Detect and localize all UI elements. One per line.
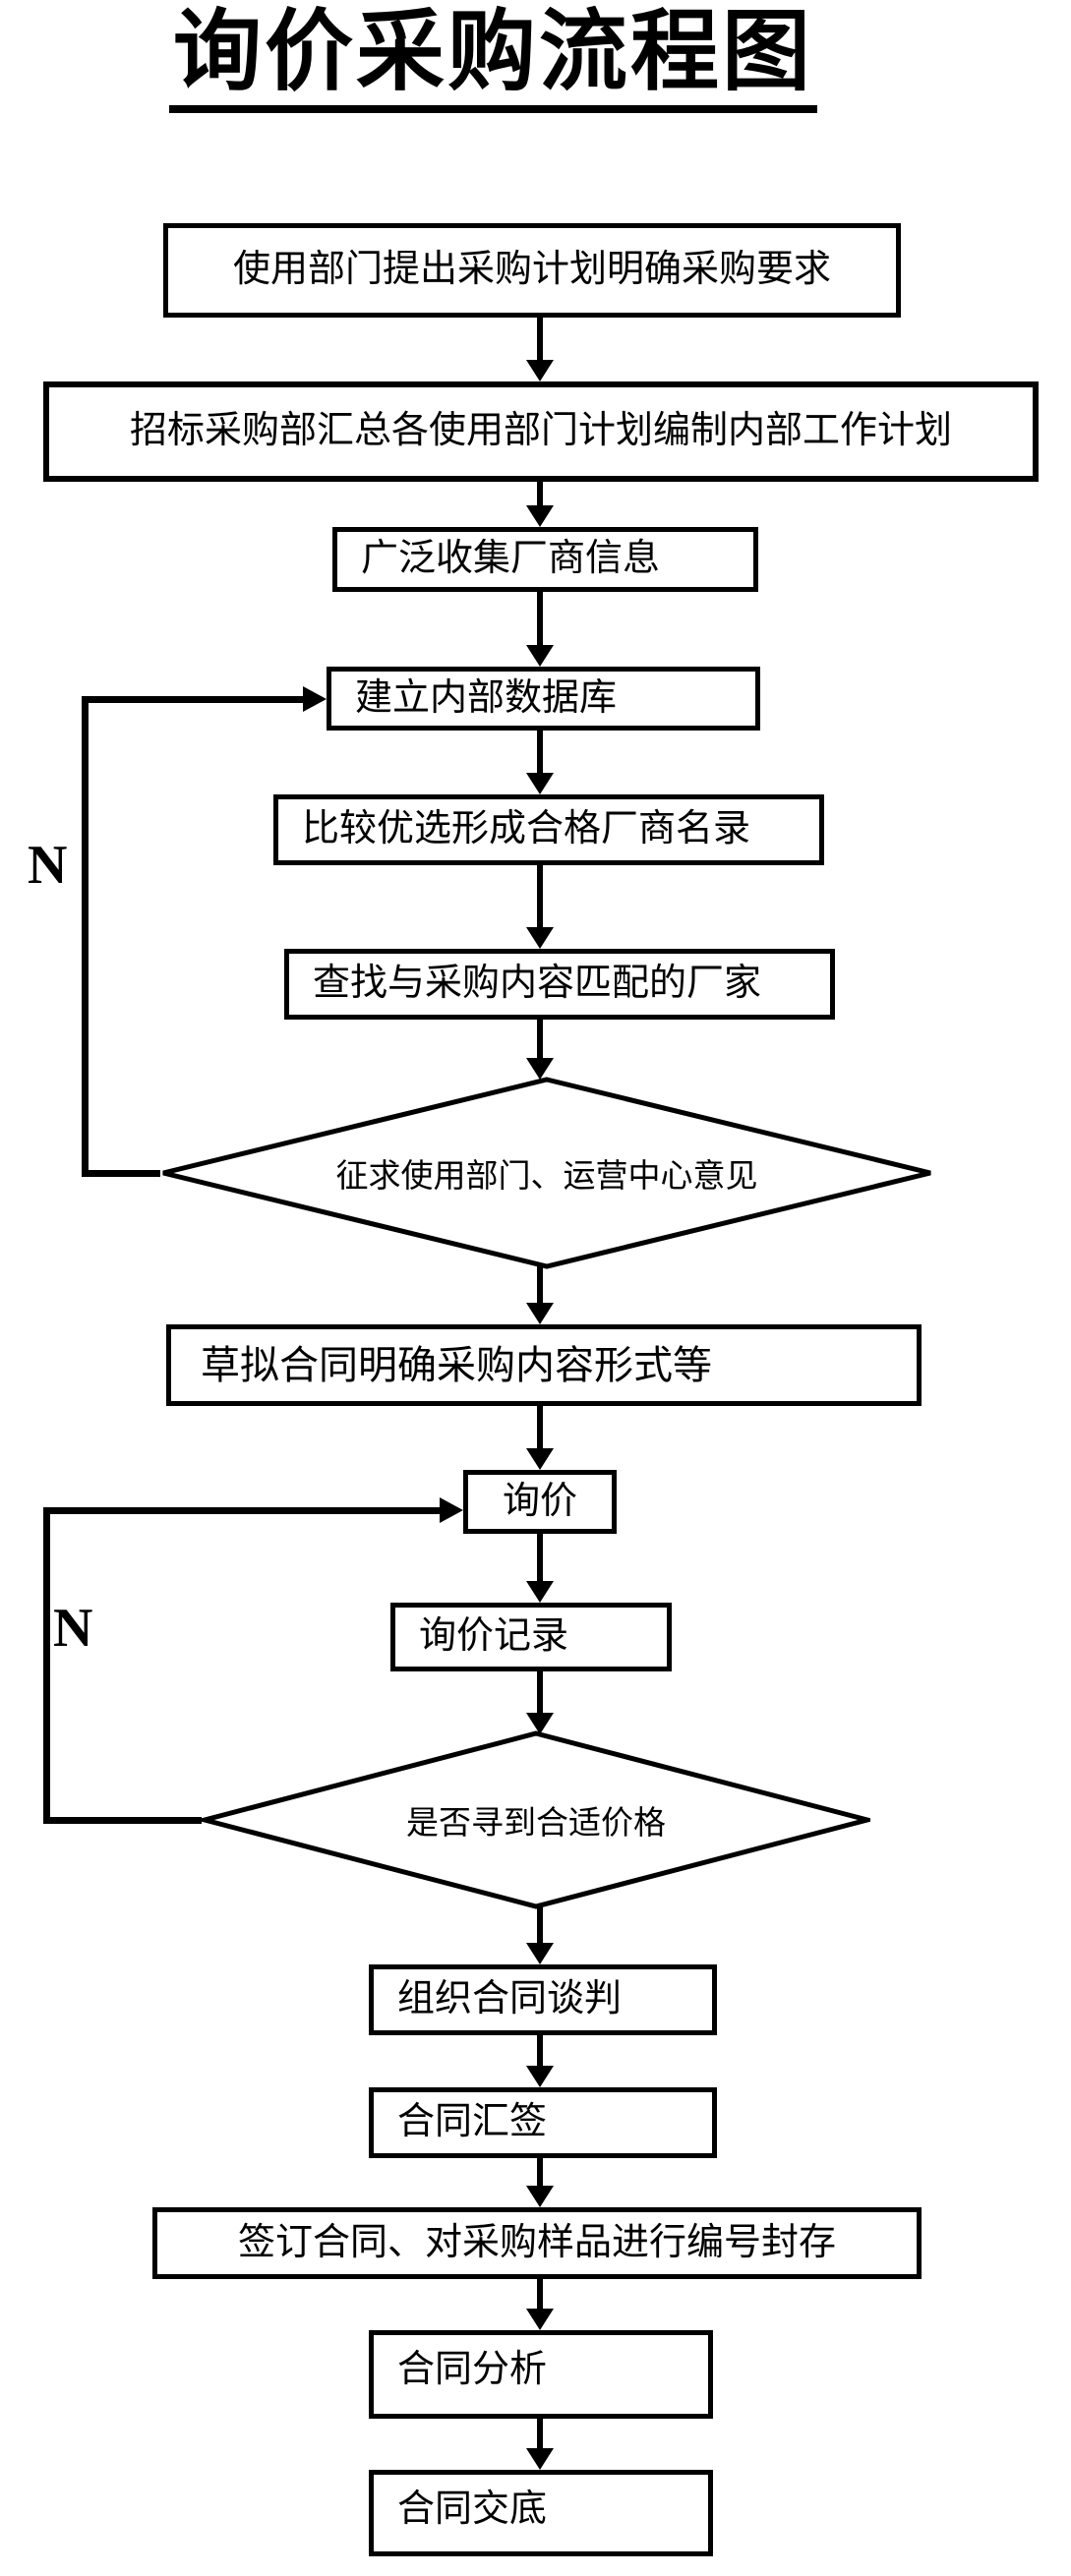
node-contract-analysis: 合同分析 [369, 2330, 713, 2419]
node-draft-contract: 草拟合同明确采购内容形式等 [166, 1324, 922, 1406]
arrow-down-13 [526, 2158, 554, 2207]
arrow-down-11 [526, 1906, 554, 1964]
label-no-loop2: N [53, 1598, 93, 1659]
loop1-vertical-line [82, 696, 89, 1177]
diamond-shape [202, 1730, 870, 1909]
arrow-down-8 [526, 1406, 554, 1470]
arrow-down-14 [526, 2279, 554, 2330]
node-contract-briefing: 合同交底 [369, 2470, 713, 2556]
arrow-down-9 [526, 1534, 554, 1603]
decision-seek-opinions: 征求使用部门、运营中心意见 [160, 1077, 933, 1269]
decision-label: 是否寻到合适价格 [406, 1806, 666, 1842]
arrow-down-4 [526, 731, 554, 794]
arrow-down-7 [526, 1266, 554, 1324]
loop1-horizontal-line [82, 1170, 160, 1177]
arrow-down-3 [526, 592, 554, 667]
arrow-down-10 [526, 1671, 554, 1734]
loop2-horizontal-line [43, 1817, 202, 1824]
loop1-arrow-right [82, 686, 327, 712]
node-build-database: 建立内部数据库 [327, 667, 760, 731]
node-match-vendors: 查找与采购内容匹配的厂家 [284, 949, 835, 1020]
arrow-down-1 [526, 318, 554, 381]
decision-label: 征求使用部门、运营中心意见 [335, 1159, 758, 1195]
page-title: 询价采购流程图 [169, 4, 817, 113]
arrow-down-15 [526, 2419, 554, 2470]
arrow-down-6 [526, 1020, 554, 1080]
arrow-down-12 [526, 2035, 554, 2087]
arrow-down-2 [526, 482, 554, 527]
diamond-shape [162, 1077, 931, 1269]
loop2-vertical-line [43, 1507, 50, 1824]
loop2-arrow-right [43, 1497, 463, 1523]
node-propose-plan: 使用部门提出采购计划明确采购要求 [163, 223, 901, 318]
node-inquiry: 询价 [463, 1470, 617, 1534]
node-shortlist-vendors: 比较优选形成合格厂商名录 [273, 794, 824, 865]
node-collect-vendor-info: 广泛收集厂商信息 [332, 527, 758, 592]
label-no-loop1: N [28, 835, 68, 896]
node-contract-negotiation: 组织合同谈判 [369, 1964, 717, 2035]
decision-price-found: 是否寻到合适价格 [202, 1730, 870, 1909]
arrow-down-5 [526, 865, 554, 949]
node-consolidate-plan: 招标采购部汇总各使用部门计划编制内部工作计划 [43, 381, 1039, 482]
node-inquiry-record: 询价记录 [390, 1603, 672, 1671]
node-contract-countersign: 合同汇签 [369, 2087, 717, 2158]
node-sign-contract-seal-samples: 签订合同、对采购样品进行编号封存 [152, 2207, 922, 2279]
